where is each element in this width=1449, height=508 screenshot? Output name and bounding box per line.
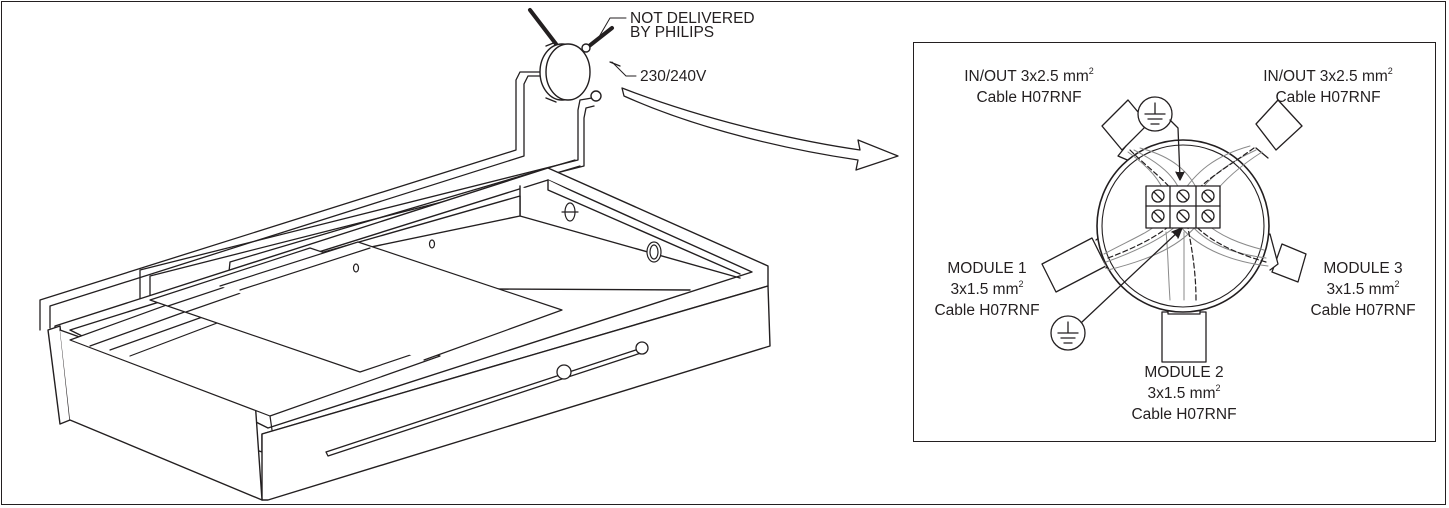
- supply-note: NOT DELIVERED BY PHILIPS: [630, 10, 755, 41]
- in-out-right-label: IN/OUT 3x2.5 mm2 Cable H07RNF: [1250, 65, 1406, 106]
- supply-note-line-1: NOT DELIVERED: [630, 10, 755, 27]
- terminal-block: [1145, 185, 1221, 229]
- lamp-modules: [69, 241, 563, 431]
- detail-arrow: [621, 87, 899, 171]
- front-slot: [325, 341, 649, 457]
- module-2-cable: Cable H07RNF: [1131, 406, 1237, 423]
- supply-note-line-2: BY PHILIPS: [630, 24, 715, 41]
- module-3-spec: 3x1.5 mm2: [1326, 278, 1400, 298]
- earth-ground-icon-top: [1137, 96, 1185, 181]
- fixing-holes: [352, 202, 662, 273]
- module-2-label: MODULE 2 3x1.5 mm2 Cable H07RNF: [1114, 364, 1254, 423]
- in-out-right-cable: Cable H07RNF: [1275, 89, 1381, 106]
- in-out-left-label: IN/OUT 3x2.5 mm2 Cable H07RNF: [951, 65, 1107, 106]
- in-out-left-cable: Cable H07RNF: [976, 89, 1082, 106]
- internal-wires: [1103, 145, 1269, 301]
- module-2-title: MODULE 2: [1144, 364, 1224, 381]
- module-2-spec: 3x1.5 mm2: [1147, 382, 1221, 402]
- in-out-right-title: IN/OUT 3x2.5 mm2: [1263, 65, 1393, 85]
- earth-ground-icon-bottom: [1050, 227, 1183, 351]
- module-1-label: MODULE 1 3x1.5 mm2 Cable H07RNF: [922, 260, 1052, 319]
- module-3-cable: Cable H07RNF: [1310, 302, 1416, 319]
- junction-box: [539, 41, 602, 103]
- module-1-spec: 3x1.5 mm2: [950, 278, 1024, 298]
- supply-leaders: [595, 17, 637, 77]
- module-1-cable: Cable H07RNF: [934, 302, 1040, 319]
- module-3-title: MODULE 3: [1323, 260, 1403, 277]
- module-3-label: MODULE 3 3x1.5 mm2 Cable H07RNF: [1298, 260, 1428, 319]
- module-1-title: MODULE 1: [947, 260, 1027, 277]
- in-out-left-title: IN/OUT 3x2.5 mm2: [964, 65, 1094, 85]
- supply-voltage: 230/240V: [640, 68, 707, 85]
